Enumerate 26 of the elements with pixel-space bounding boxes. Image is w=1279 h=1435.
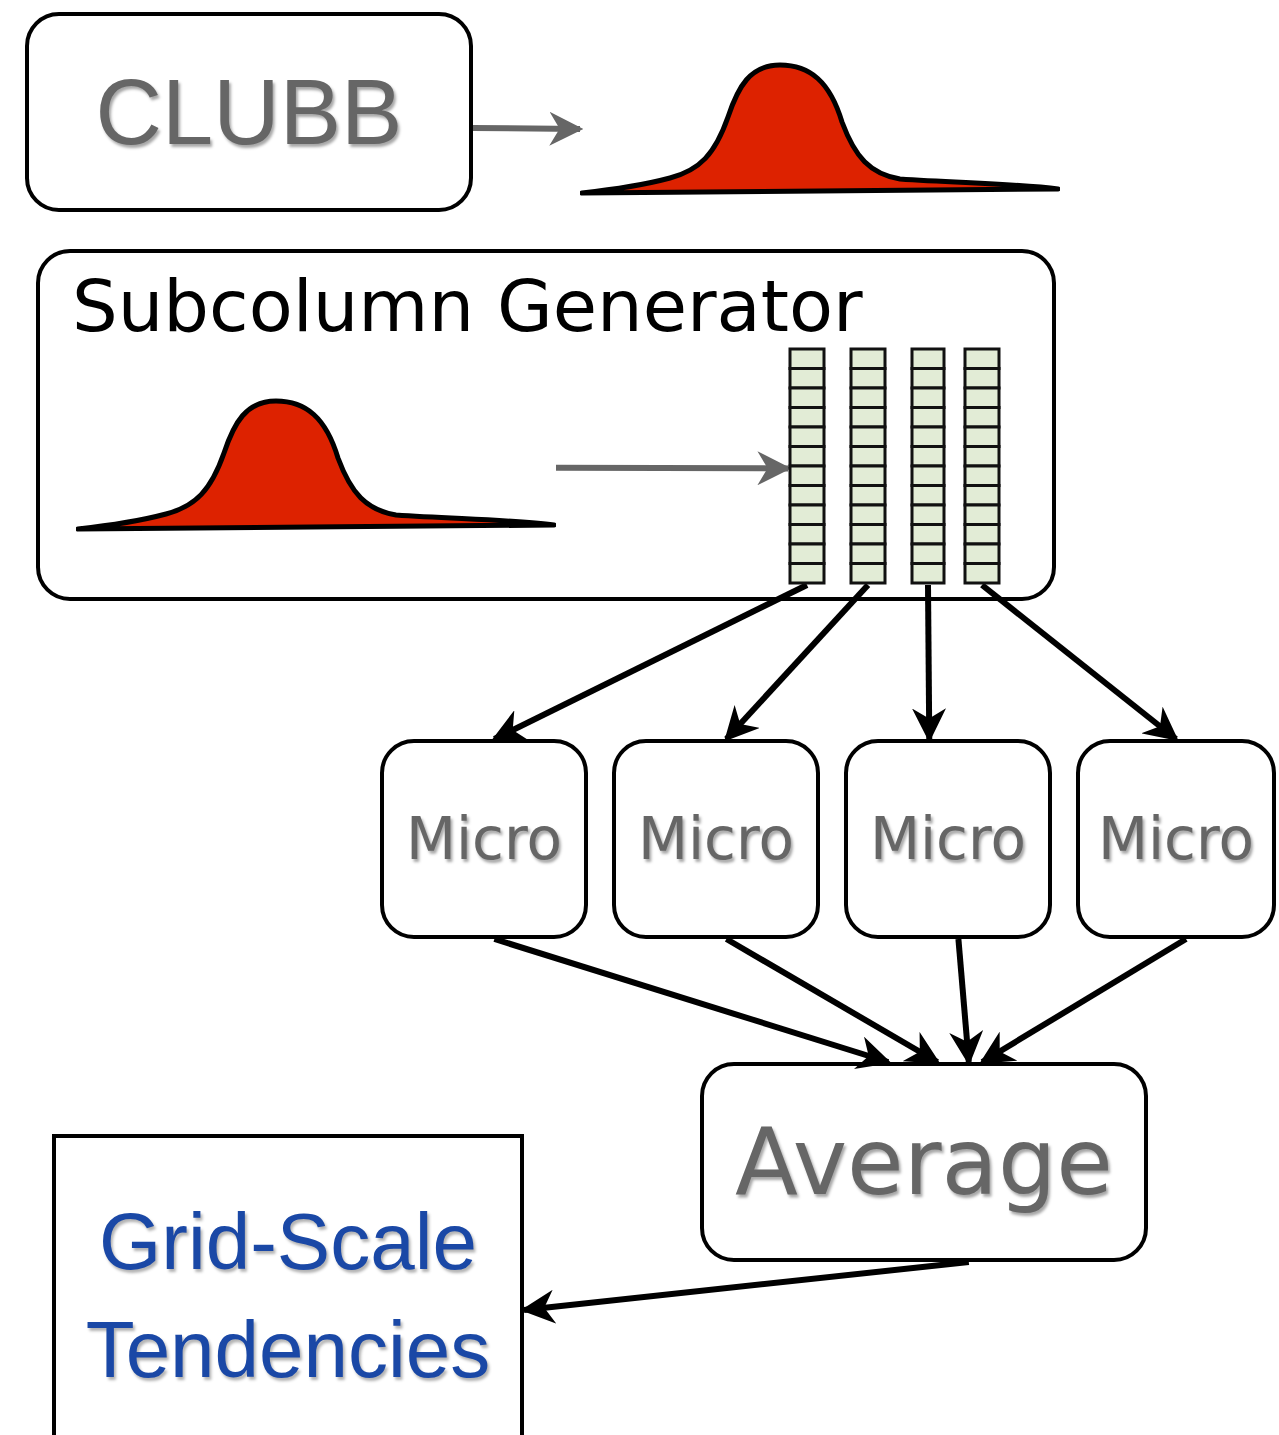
output-box [52,1134,524,1435]
process-box [844,739,1052,939]
process-box [612,739,820,939]
process-label: Micro [637,805,795,873]
output-label: Grid-Scale Tendencies [84,1196,492,1396]
arrow [724,936,941,1065]
process-label: Micro [1097,805,1255,873]
pdf-curve-drawing [580,62,1060,196]
arrow [472,111,584,146]
process-label: Micro [869,805,1027,873]
process-label: Micro [405,805,563,873]
process-box [1076,739,1276,939]
subcolumn-bar [963,347,1001,585]
box-title: Subcolumn Generator [72,263,863,350]
model-name: CLUBB [95,59,403,165]
pdf-curve-drawing [76,398,556,532]
arrow [979,936,1188,1065]
subcolumn-bar [910,347,946,585]
process-box [380,739,588,939]
model-box [25,12,473,212]
subcolumn-bar [788,347,826,585]
generator-box [36,249,1056,601]
process-box [700,1062,1148,1262]
arrow [493,936,892,1070]
process-label: Average [735,1108,1113,1216]
subcolumn-bar [849,347,887,585]
